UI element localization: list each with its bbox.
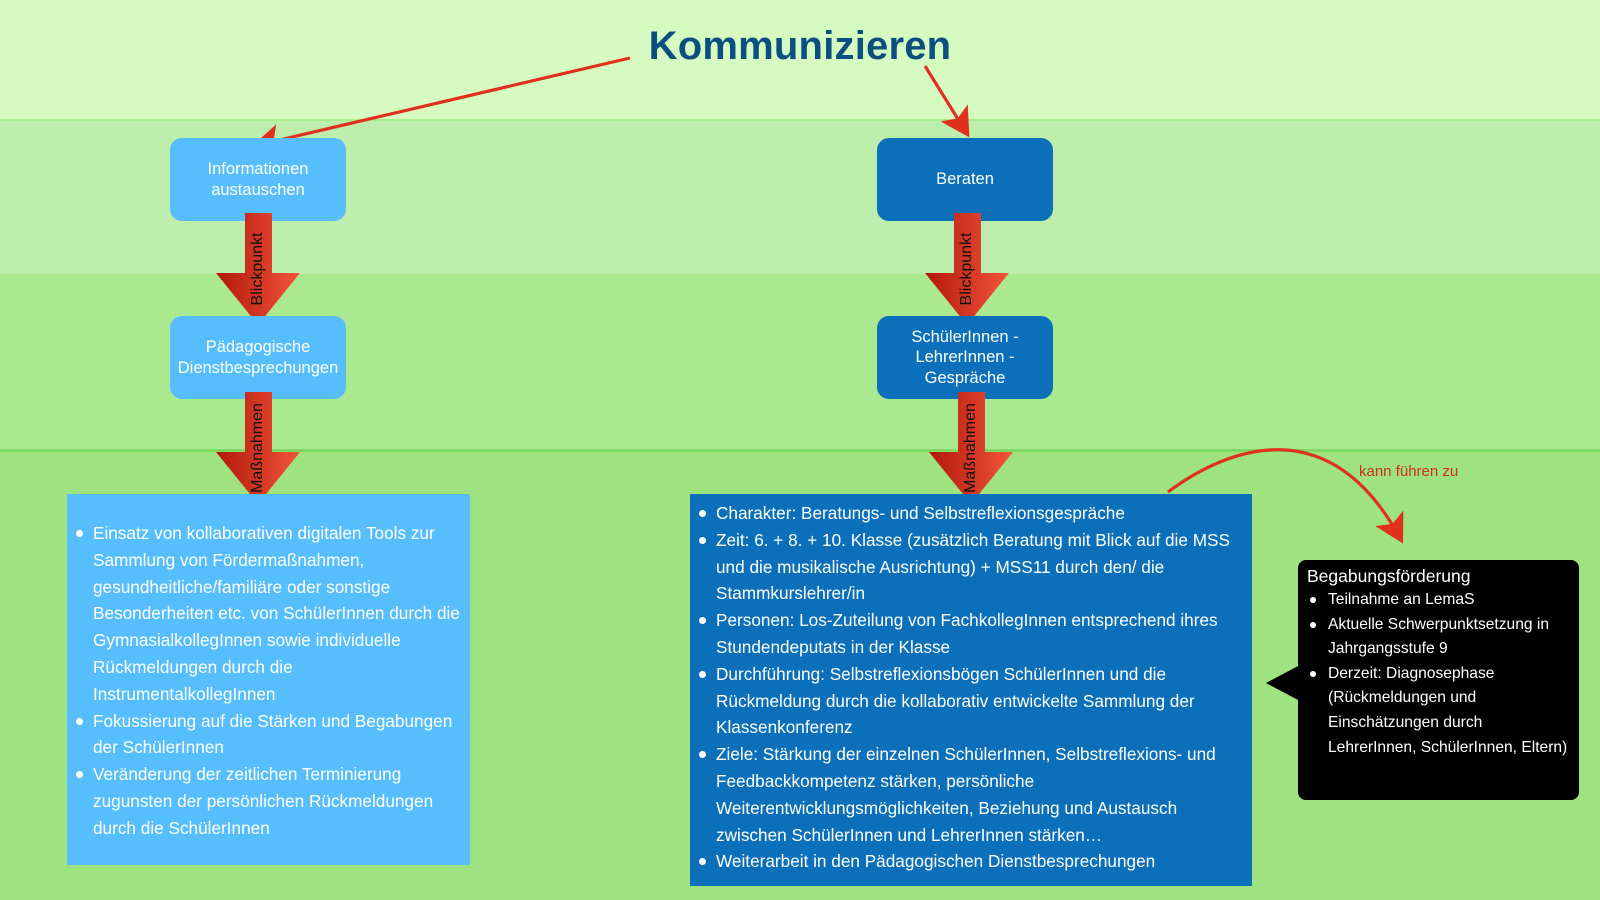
callout-begabungsfoerderung: Begabungsförderung Teilnahme an LemaS Ak… bbox=[1298, 560, 1579, 800]
list-item: Aktuelle Schwerpunktsetzung in Jahrgangs… bbox=[1307, 613, 1573, 662]
measures-list-right: Charakter: Beratungs- und Selbstreflexio… bbox=[694, 500, 1248, 875]
list-item: Veränderung der zeitlichen Terminierung … bbox=[71, 761, 464, 841]
callout-title: Begabungsförderung bbox=[1307, 566, 1471, 586]
list-item: Teilnahme an LemaS bbox=[1307, 588, 1573, 613]
measures-list-left: Einsatz von kollaborativen digitalen Too… bbox=[71, 520, 464, 842]
flow-arrow-massnahmen-right: Maßnahmen bbox=[929, 392, 1013, 504]
list-item: Personen: Los-Zuteilung von FachkollegIn… bbox=[694, 607, 1248, 661]
arrow-label-massnahmen: Maßnahmen bbox=[249, 403, 266, 493]
list-item: Fokussierung auf die Stärken und Begabun… bbox=[71, 708, 464, 762]
flow-arrow-blickpunkt-left: Blickpunkt bbox=[216, 213, 300, 325]
node-schueler-lehrer-gespraeche[interactable]: SchülerInnen - LehrerInnen - Gespräche bbox=[877, 316, 1053, 399]
list-item: Zeit: 6. + 8. + 10. Klasse (zusätzlich B… bbox=[694, 527, 1248, 607]
down-arrow-icon bbox=[929, 392, 1013, 504]
relation-label: kann führen zu bbox=[1359, 463, 1459, 480]
list-item: Weiterarbeit in den Pädagogischen Dienst… bbox=[694, 848, 1248, 875]
down-arrow-icon bbox=[216, 213, 300, 325]
down-arrow-icon bbox=[925, 213, 1009, 325]
callout-pointer-icon bbox=[1266, 665, 1300, 701]
down-arrow-icon bbox=[216, 392, 300, 504]
measures-box-left: Einsatz von kollaborativen digitalen Too… bbox=[67, 494, 470, 865]
list-item: Ziele: Stärkung der einzelnen SchülerInn… bbox=[694, 741, 1248, 848]
arrow-label-blickpunkt: Blickpunkt bbox=[249, 232, 266, 306]
flow-arrow-massnahmen-left: Maßnahmen bbox=[216, 392, 300, 504]
diagram-title: Kommunizieren bbox=[648, 24, 952, 68]
list-item: Einsatz von kollaborativen digitalen Too… bbox=[71, 520, 464, 708]
list-item: Charakter: Beratungs- und Selbstreflexio… bbox=[694, 500, 1248, 527]
flow-arrow-blickpunkt-right: Blickpunkt bbox=[925, 213, 1009, 325]
list-item: Derzeit: Diagnosephase (Rückmeldungen un… bbox=[1307, 662, 1573, 760]
node-beraten[interactable]: Beraten bbox=[877, 138, 1053, 221]
node-paedagogische-dienstbesprechungen[interactable]: Pädagogische Dienstbesprechungen bbox=[170, 316, 346, 399]
arrow-label-blickpunkt: Blickpunkt bbox=[958, 232, 975, 306]
node-informationen-austauschen[interactable]: Informationen austauschen bbox=[170, 138, 346, 221]
measures-box-right: Charakter: Beratungs- und Selbstreflexio… bbox=[690, 494, 1252, 886]
callout-list: Teilnahme an LemaS Aktuelle Schwerpunkts… bbox=[1307, 588, 1573, 760]
arrow-label-massnahmen: Maßnahmen bbox=[962, 403, 979, 493]
list-item: Durchführung: Selbstreflexionsbögen Schü… bbox=[694, 661, 1248, 741]
